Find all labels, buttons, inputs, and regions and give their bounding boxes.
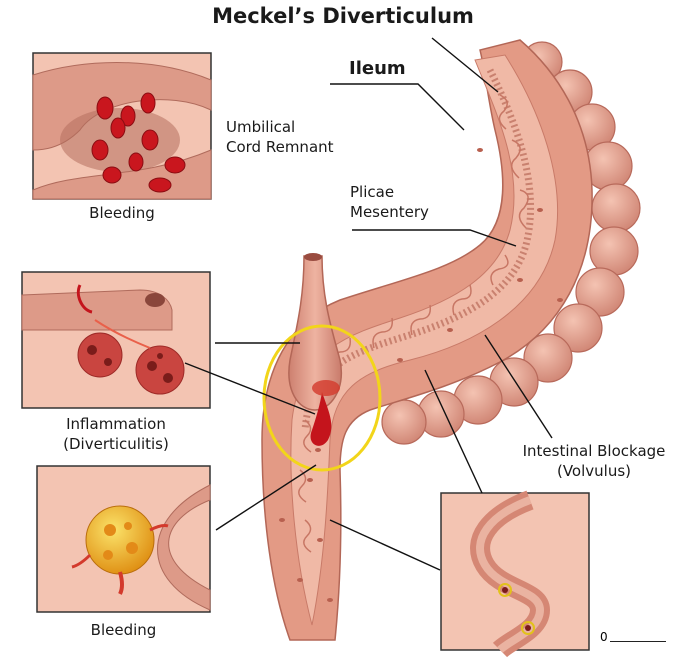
leader-blockage: [484, 334, 553, 439]
inflamed-masses: [77, 319, 185, 395]
plicae-folds: [298, 94, 529, 553]
label-plicae-mesentery: Plicae Mesentery: [350, 183, 429, 221]
intestine: [261, 39, 641, 641]
infection-blob: [71, 505, 169, 595]
panel-bleeding-vessel: [32, 52, 212, 200]
leader-inflammation-diag: [184, 362, 316, 415]
label-umbilical-cord-remnant: Umbilical Cord Remnant: [226, 118, 334, 156]
label-bleeding-top: Bleeding: [89, 204, 155, 222]
blood-drop: [310, 392, 332, 446]
mucosa-spots: [279, 148, 563, 602]
diverticulum-highlight-ring: [262, 324, 382, 472]
leader-lumen: [329, 519, 441, 571]
colon-haustra: [381, 41, 641, 445]
label-intestinal-blockage: Intestinal Blockage (Volvulus): [522, 442, 666, 480]
diverticulum: [288, 255, 342, 411]
diagram-title: Meckel’s Diverticulum: [212, 4, 474, 28]
label-bleeding-bottom: Bleeding: [90, 621, 157, 639]
leader-volvulus: [424, 369, 483, 494]
scale-bar-line: [610, 641, 666, 642]
leader-ileum: [330, 83, 465, 131]
red-blood-cells: [91, 92, 186, 193]
panel-inflammation: [21, 271, 211, 409]
label-inflammation: Inflammation (Diverticulitis): [63, 415, 169, 453]
diverticulum-opening: [304, 253, 322, 261]
intestine-lumen: [290, 54, 558, 626]
panel-bleeding-infection: [36, 465, 211, 613]
leader-bleeding-bottom: [215, 464, 317, 531]
panel-volvulus: [440, 490, 590, 658]
leader-title: [431, 37, 499, 93]
label-ileum: Ileum: [349, 58, 406, 79]
leader-lines: [184, 37, 553, 571]
scale-zero-label: 0: [600, 630, 608, 644]
scale-bar: 0: [598, 630, 670, 648]
leader-plicae: [352, 229, 517, 247]
